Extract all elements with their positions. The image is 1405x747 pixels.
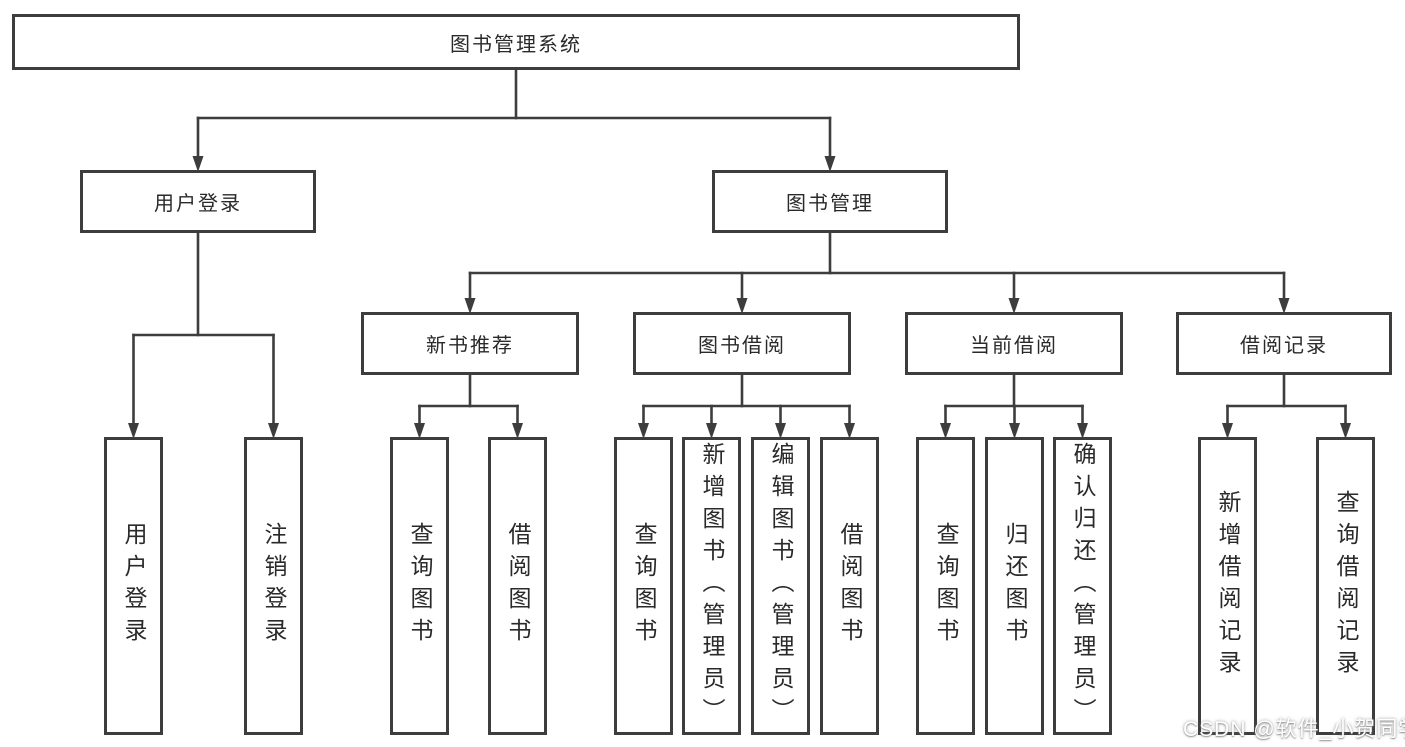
- arrowhead-icon: [268, 423, 279, 439]
- node-user-login: 用户登录: [80, 170, 316, 233]
- arrowhead-icon: [1008, 298, 1020, 314]
- node-return-books: 归还图书: [985, 437, 1044, 735]
- node-query-books-2: 查询图书: [614, 437, 673, 735]
- arrowhead-icon: [192, 156, 204, 172]
- watermark: CSDN @软件_小贺同学: [1183, 718, 1405, 741]
- node-current-borrowing: 当前借阅: [905, 312, 1123, 375]
- node-book-borrowing: 图书借阅: [633, 312, 851, 375]
- node-borrow-books-1: 借阅图书: [488, 437, 547, 735]
- arrowhead-icon: [706, 423, 717, 439]
- node-new-book-recommend: 新书推荐: [361, 312, 579, 375]
- node-borrow-records: 借阅记录: [1176, 312, 1392, 375]
- arrowhead-icon: [1278, 298, 1290, 314]
- arrowhead-icon: [1222, 423, 1233, 439]
- node-add-borrow-record: 新增借阅记录: [1198, 437, 1257, 735]
- arrowhead-icon: [512, 423, 523, 439]
- arrowhead-icon: [736, 298, 748, 314]
- node-library-system: 图书管理系统: [12, 14, 1020, 70]
- arrowhead-icon: [638, 423, 649, 439]
- node-add-books-admin: 新增图书（管理员）: [682, 437, 741, 735]
- node-query-books-1: 查询图书: [390, 437, 449, 735]
- arrowhead-icon: [844, 423, 855, 439]
- node-query-borrow-record: 查询借阅记录: [1316, 437, 1375, 735]
- arrowhead-icon: [775, 423, 786, 439]
- node-book-management: 图书管理: [712, 170, 948, 233]
- node-user-login-leaf: 用户登录: [104, 437, 163, 735]
- node-borrow-books-2: 借阅图书: [820, 437, 879, 735]
- arrowhead-icon: [128, 423, 139, 439]
- node-edit-books-admin: 编辑图书（管理员）: [751, 437, 810, 735]
- node-confirm-return-admin: 确认归还（管理员）: [1053, 437, 1112, 735]
- arrowhead-icon: [1340, 423, 1351, 439]
- node-logout-leaf: 注销登录: [244, 437, 303, 735]
- arrowhead-icon: [464, 298, 476, 314]
- arrowhead-icon: [824, 156, 836, 172]
- arrowhead-icon: [1077, 423, 1088, 439]
- arrowhead-icon: [414, 423, 425, 439]
- arrowhead-icon: [940, 423, 951, 439]
- arrowhead-icon: [1009, 423, 1020, 439]
- node-query-books-3: 查询图书: [916, 437, 975, 735]
